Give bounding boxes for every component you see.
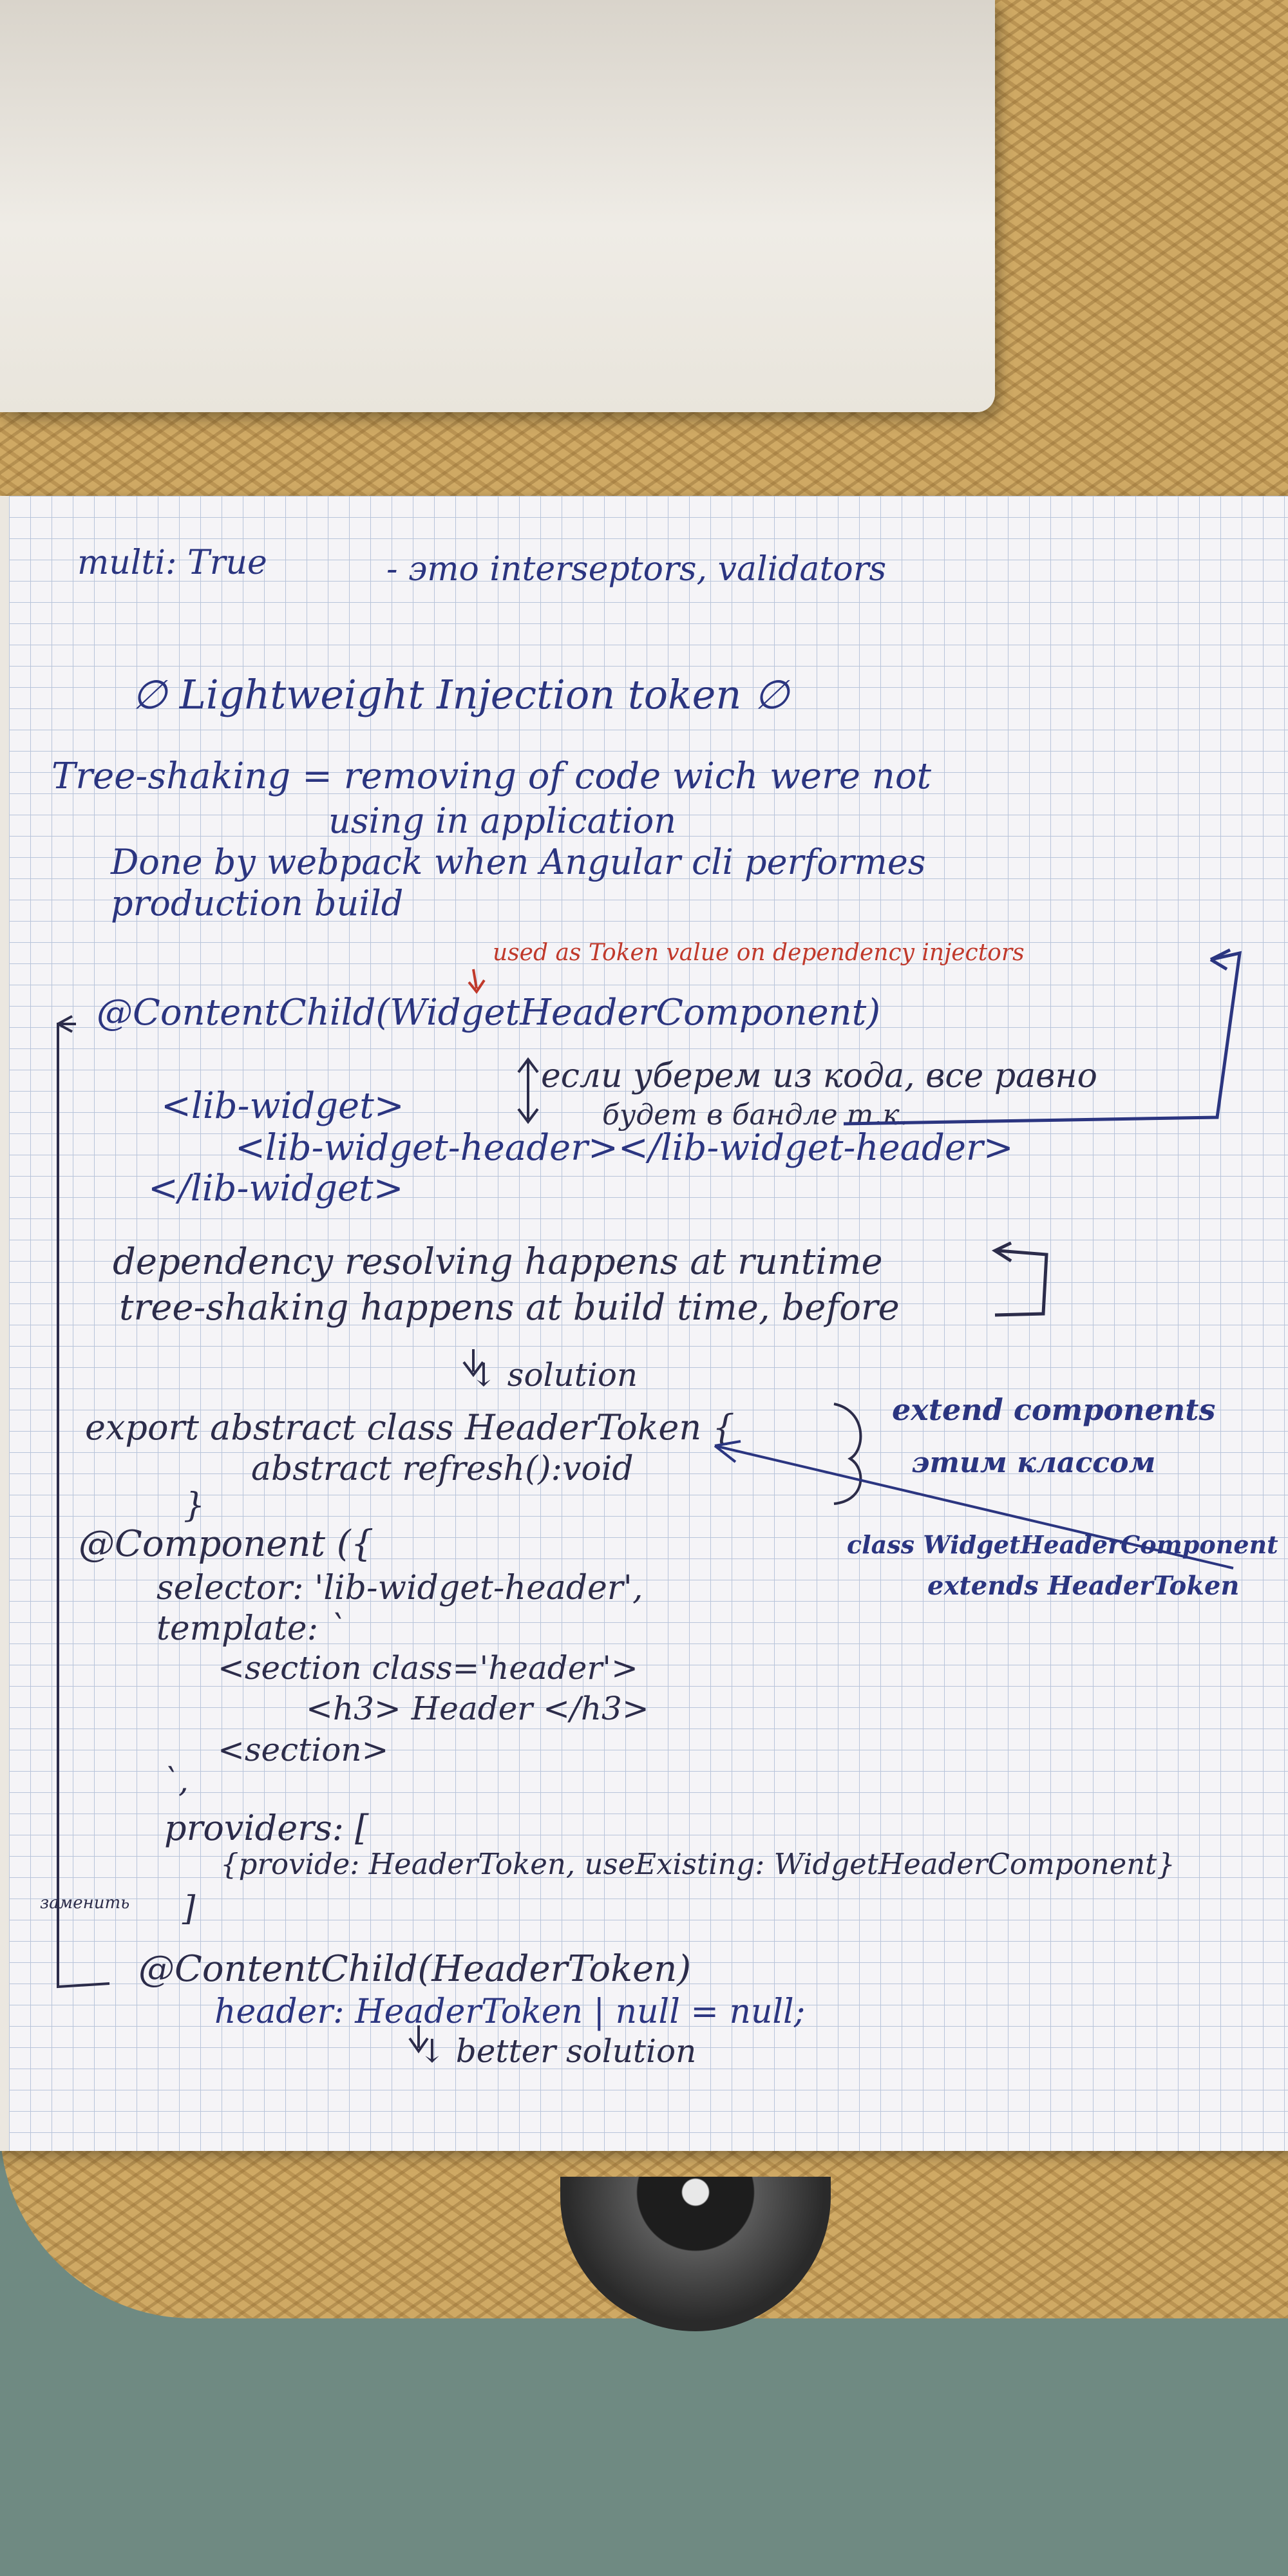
note-template-end: `, (162, 1762, 189, 1799)
note-heading-lightweight-token: ∅ Lightweight Injection token ∅ (132, 671, 790, 718)
note-tree-shaking-build: tree-shaking happens at build time, befo… (119, 1287, 900, 1329)
note-lib-widget-close: </lib-widget> (148, 1168, 404, 1209)
note-interceptors: - это interseptors, validators (386, 550, 887, 589)
note-lib-widget-header: <lib-widget-header></lib-widget-header> (235, 1127, 1014, 1169)
note-template: template: ` (156, 1609, 346, 1648)
note-this-class: этим классом (911, 1446, 1156, 1479)
note-contentchild-headertoken: @ContentChild(HeaderToken) (138, 1948, 692, 1990)
note-russian-bundle: будет в бандле т.к. (602, 1099, 909, 1132)
note-class-close-brace: } (184, 1486, 205, 1525)
note-tree-shaking-def-2: using in application (328, 800, 677, 841)
note-webpack: Done by webpack when Angular cli perform… (111, 842, 926, 882)
note-replace: заменить (40, 1893, 130, 1913)
note-selector: selector: 'lib-widget-header', (156, 1569, 643, 1607)
note-h3-header: <h3> Header </h3> (306, 1690, 649, 1727)
note-multi-true: multi: True (77, 544, 267, 582)
note-abstract-refresh: abstract refresh():void (251, 1450, 634, 1488)
note-export-abstract-class: export abstract class HeaderToken { (85, 1407, 735, 1448)
note-tree-shaking-def: Tree-shaking = removing of code wich wer… (52, 755, 932, 797)
note-header-property: header: HeaderToken | null = null; (214, 1993, 806, 2031)
note-class-widget-header: class WidgetHeaderComponent (847, 1530, 1278, 1559)
note-extend-components: extend components (892, 1392, 1216, 1427)
note-russian-remove: если уберем из кода, все равно (541, 1057, 1097, 1095)
note-section-close: <section> (218, 1731, 389, 1768)
note-providers: providers: [ (164, 1808, 369, 1848)
note-solution: ↓ solution (470, 1356, 638, 1394)
note-lib-widget-open: <lib-widget> (161, 1085, 404, 1127)
note-provide-use-existing: {provide: HeaderToken, useExisting: Widg… (220, 1847, 1175, 1881)
note-dependency-runtime: dependency resolving happens at runtime (113, 1241, 883, 1283)
note-extends-header-token: extends HeaderToken (927, 1571, 1240, 1601)
note-section-open: <section class='header'> (218, 1649, 638, 1687)
note-production-build: production build (111, 883, 404, 923)
notebook-page (0, 496, 1288, 2151)
note-red-annotation: used as Token value on dependency inject… (493, 940, 1025, 966)
note-better-solution: ↓ better solution (419, 2032, 697, 2070)
note-contentchild-widget: @ContentChild(WidgetHeaderComponent) (97, 992, 881, 1034)
paper-sheet (0, 0, 995, 412)
note-component-decorator: @Component ({ (79, 1523, 374, 1565)
note-providers-close: ] (182, 1889, 196, 1928)
